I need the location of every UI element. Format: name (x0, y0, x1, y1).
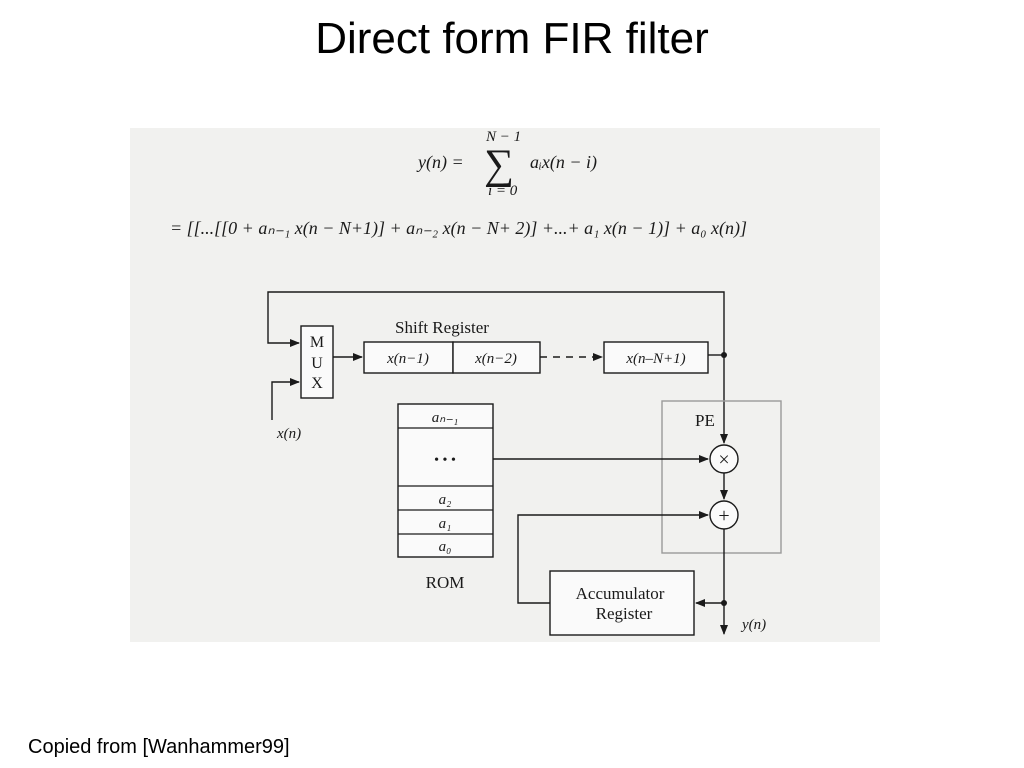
accumulator-line2: Register (596, 604, 653, 623)
rom-entry-a2: a₂ (439, 492, 452, 508)
pe-label: PE (695, 411, 715, 430)
rom-entry-aN-1: aₙ₋₁ (432, 410, 459, 426)
output-label: y(n) (740, 617, 766, 633)
accumulator-feedback-line (517, 511, 709, 604)
sum-lower-limit: i = 0 (488, 183, 518, 199)
shift-register-label: Shift Register (395, 318, 489, 337)
shift-cell-last-label: x(n–N+1) (625, 351, 685, 367)
source-citation: Copied from [Wanhammer99] (28, 736, 290, 758)
slide-title: Direct form FIR filter (315, 14, 709, 63)
input-label: x(n) (276, 426, 301, 442)
input-line (271, 378, 300, 420)
accumulator-line1: Accumulator (576, 584, 665, 603)
sum-upper-limit: N − 1 (485, 129, 521, 145)
rom-entry-a1: a₁ (439, 516, 452, 532)
pe-box (661, 400, 782, 554)
feedback-line (267, 291, 725, 355)
adder-symbol: + (718, 505, 729, 527)
sum-body: aᵢx(n − i) (530, 152, 597, 173)
mux-letter-u: U (311, 355, 323, 372)
rom-block (397, 403, 494, 558)
mux-letter-x: X (311, 375, 323, 392)
shift-cell-2-label: x(n−2) (474, 351, 517, 367)
rom-label: ROM (426, 573, 465, 592)
scanned-figure (130, 128, 880, 642)
mux-letter-m: M (310, 334, 324, 351)
equation-lhs: y(n) = (416, 152, 464, 173)
shift-cell-last (603, 341, 709, 374)
equation-expansion: = [[...[[0 + aₙ₋₁ x(n − N+1)] + aₙ₋₂ x(n… (170, 218, 747, 239)
sum-symbol: ∑ (484, 142, 514, 188)
mux-block (300, 325, 334, 399)
rom-entry-a0: a₀ (439, 539, 452, 555)
rom-entry-ellipsis: • • • (434, 453, 456, 468)
shift-cell-1-label: x(n−1) (386, 351, 429, 367)
multiplier-symbol: × (718, 449, 729, 471)
accumulator-register (549, 570, 695, 636)
